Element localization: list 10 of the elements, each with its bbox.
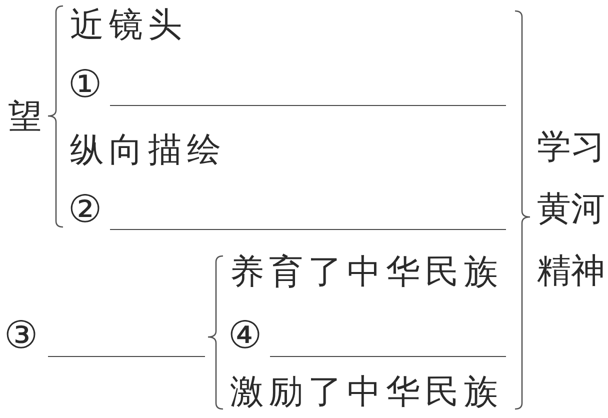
term-text: 激励了中华民族: [230, 372, 503, 413]
circled-number: ③: [4, 315, 38, 356]
term-text: 养育了中华民族: [230, 252, 503, 293]
circled-number: ②: [68, 189, 102, 230]
circled-number: ①: [68, 64, 102, 105]
term-text: 近镜头: [70, 5, 187, 46]
term-text: 望: [8, 97, 47, 138]
term-text: 学习黄河精神: [537, 126, 606, 293]
term-text: 纵向描绘: [70, 130, 226, 171]
circled-number: ④: [228, 315, 262, 356]
